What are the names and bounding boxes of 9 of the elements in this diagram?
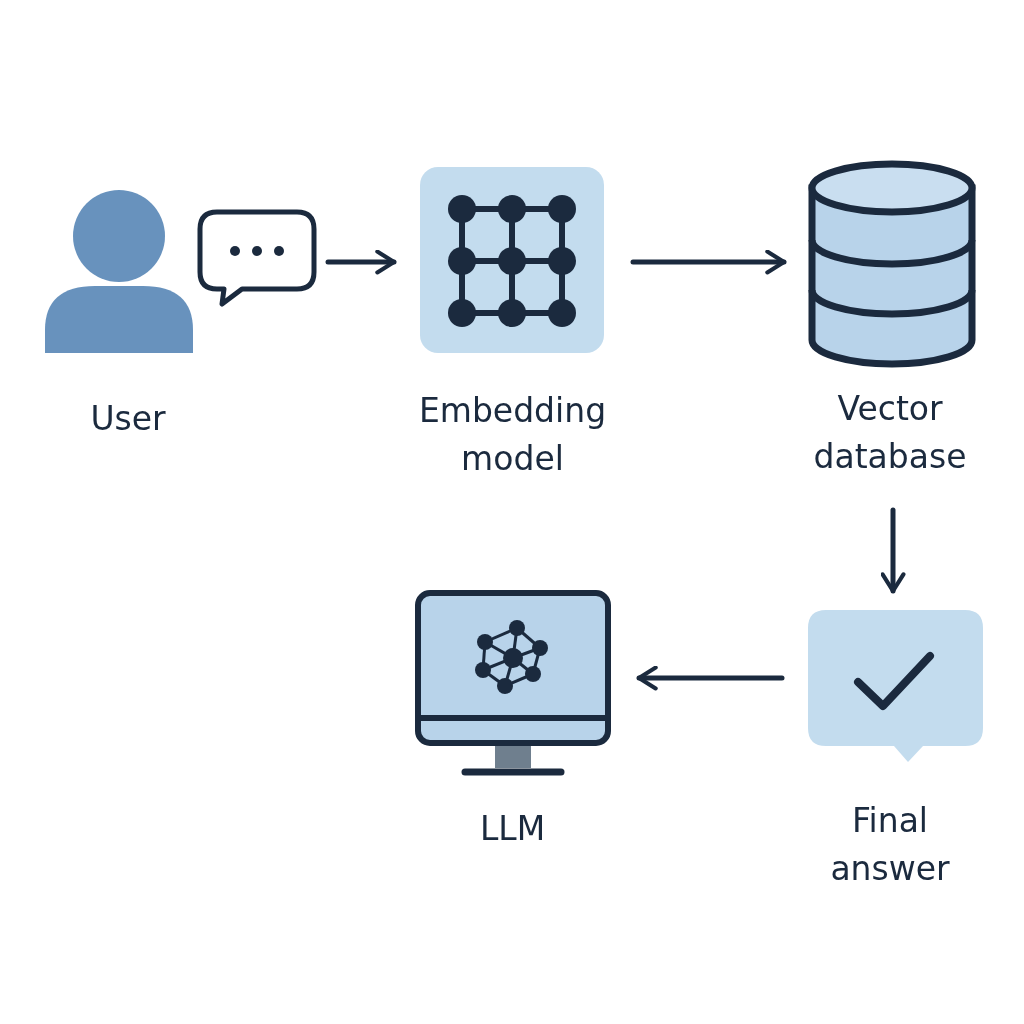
arrow: [325, 249, 397, 275]
node-label: Vector database: [812, 388, 968, 478]
node-label: LLM: [478, 808, 547, 850]
arrow: [630, 249, 787, 275]
arrow: [880, 507, 906, 594]
node-label: Final answer: [829, 800, 951, 890]
node-label: User: [89, 398, 167, 440]
node-label: Embedding model: [417, 390, 608, 480]
arrow: [636, 665, 785, 691]
